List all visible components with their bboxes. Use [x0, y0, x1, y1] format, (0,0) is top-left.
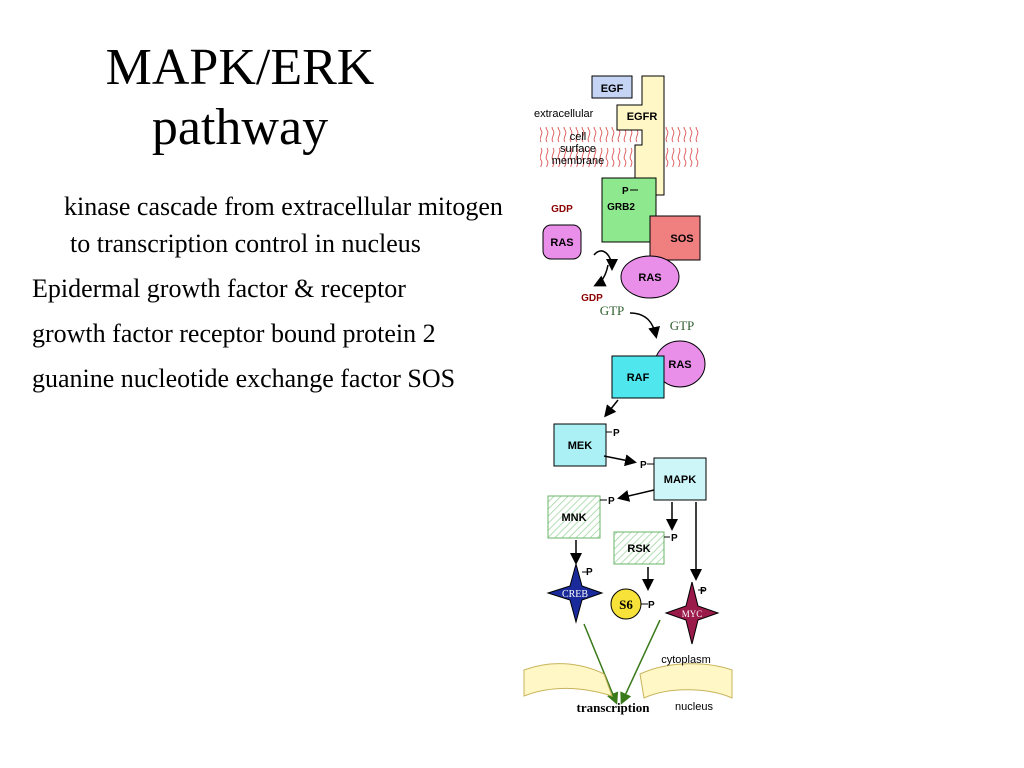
bullet-egf-receptor: Epidermal growth factor & receptor [32, 274, 406, 303]
gdp-release-arrow [593, 264, 609, 287]
gtp-label-right: GTP [670, 318, 695, 333]
grb2-box [601, 177, 657, 243]
cell-membrane [540, 127, 700, 167]
cell-label: cell [570, 131, 587, 143]
sos-box [649, 215, 701, 261]
egfr-shape [616, 75, 665, 196]
myc-label: MYC [682, 609, 703, 619]
gdp-label-bottom: GDP [581, 293, 603, 304]
gtp-binding-arrow [629, 312, 660, 339]
bullet-grb2: growth factor receptor bound protein 2 [32, 319, 436, 348]
p-label-s6: P [648, 600, 655, 611]
creb-label: CREB [562, 589, 588, 600]
sos-label: SOS [670, 233, 693, 245]
creb-to-transcription-arrow [583, 623, 619, 705]
mnk-box [547, 495, 601, 539]
mapk-to-mnk-arrow [617, 489, 655, 502]
surface-label: surface [560, 143, 596, 155]
myc-to-transcription-arrow [620, 619, 661, 705]
p-label-rsk: P [671, 533, 678, 544]
ras-exchange-arrow [593, 250, 618, 271]
ras-label-1: RAS [550, 237, 573, 249]
mek-box [553, 423, 607, 467]
nucleus-label: nucleus [675, 701, 713, 713]
p-label-mnk: P [608, 496, 615, 507]
p-label-creb: P [586, 567, 593, 578]
raf-label: RAF [627, 372, 650, 384]
p-label-mapk: P [640, 460, 647, 471]
creb-star [546, 562, 604, 624]
mek-label: MEK [568, 440, 593, 452]
title-line-2: pathway [151, 99, 329, 156]
transcription-label: transcription [577, 700, 651, 715]
p-label-myc: P [700, 586, 707, 597]
mapk-box [653, 457, 707, 501]
ras-label-3: RAS [668, 359, 691, 371]
gtp-label-left: GTP [600, 303, 625, 318]
s6-label: S6 [619, 597, 633, 612]
ras-gdp-box [542, 224, 582, 260]
mapk-label: MAPK [664, 474, 696, 486]
extracellular-label: extracellular [534, 108, 594, 120]
egfr-label: EGFR [627, 111, 658, 123]
bullet-sos: guanine nucleotide exchange factor SOS [32, 364, 456, 393]
nuclear-envelope-right [639, 663, 733, 699]
rsk-box [613, 531, 665, 565]
rsk-label: RSK [627, 543, 650, 555]
myc-star [664, 581, 720, 645]
ras-sos-ellipse [620, 255, 680, 299]
bullet-kinase-cascade: kinase cascade from extracellular mitoge… [64, 192, 503, 258]
grb2-label: GRB2 [607, 202, 635, 213]
membrane-label: membrane [552, 155, 605, 167]
mnk-label: MNK [561, 512, 586, 524]
mapk-pathway-diagram: extracellular cell surface membrane EGF … [523, 75, 733, 715]
cytoplasm-label: cytoplasm [661, 654, 711, 666]
mek-to-mapk-arrow [603, 454, 637, 467]
raf-to-mek-arrow [604, 399, 619, 418]
bullet-list: kinase cascade from extracellular mitoge… [32, 188, 522, 405]
title-line-1: MAPK/ERK [105, 39, 375, 96]
raf-box [611, 355, 665, 399]
slide-title: MAPK/ERK pathway [40, 38, 440, 158]
nuclear-envelope-left [523, 663, 613, 697]
p-label-mek: P [613, 428, 620, 439]
egf-label: EGF [601, 83, 624, 95]
p-label-grb2: P [622, 186, 629, 197]
egf-box [591, 75, 633, 99]
gdp-label-top: GDP [551, 204, 573, 215]
ras-label-2: RAS [638, 272, 661, 284]
